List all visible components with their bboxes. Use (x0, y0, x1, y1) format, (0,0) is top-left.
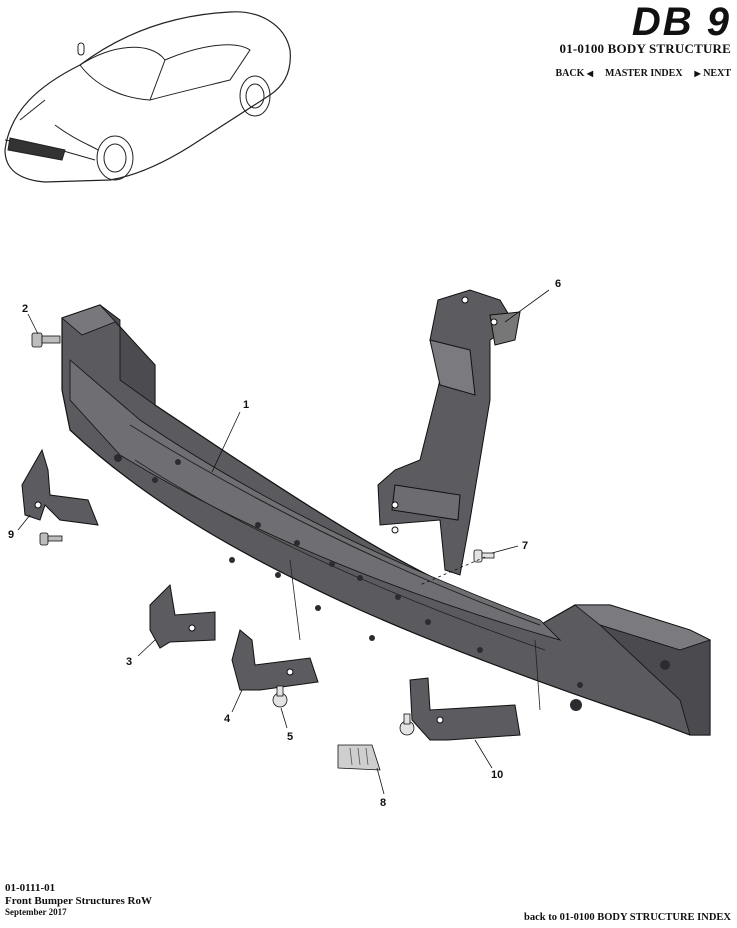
callout-6: 6 (555, 278, 561, 290)
back-link[interactable]: BACK ◀ (555, 68, 594, 79)
car-thumbnail (4, 11, 291, 183)
screw-7 (473, 549, 495, 563)
part-title: Front Bumper Structures RoW (5, 894, 152, 907)
triangle-left-icon: ◀ (586, 69, 594, 78)
callout-2: 2 (22, 303, 28, 315)
bolt-2 (31, 332, 61, 348)
bracket-10 (409, 677, 521, 741)
bolt-9 (39, 532, 63, 546)
back-to-index-link[interactable]: back to 01-0100 BODY STRUCTURE INDEX (523, 912, 731, 923)
screw-5 (272, 685, 288, 708)
callout-4: 4 (224, 713, 231, 725)
next-link[interactable]: ▶ NEXT (694, 68, 731, 79)
callout-1: 1 (243, 399, 249, 411)
callout-3: 3 (126, 656, 132, 668)
publication-date: September 2017 (5, 907, 67, 918)
bracket-4 (231, 629, 319, 691)
section-title: 01-0100 BODY STRUCTURE (559, 41, 731, 56)
callout-10: 10 (491, 769, 503, 781)
footer-info: 01-0111-01 Front Bumper Structures RoW S… (5, 882, 152, 918)
part-code: 01-0111-01 (5, 882, 56, 894)
bracket-9 (21, 448, 99, 526)
triangle-right-icon: ▶ (694, 69, 701, 78)
clip-8 (337, 744, 381, 771)
db9-logo: DB 9 (631, 0, 731, 44)
callout-leaders (17, 289, 550, 795)
callout-5: 5 (287, 731, 293, 743)
bracket-3 (149, 583, 216, 649)
callout-9: 9 (8, 529, 14, 541)
crash-bracket (377, 289, 521, 576)
bumper-beam (61, 304, 712, 736)
screw-10 (399, 713, 415, 736)
master-index-link[interactable]: MASTER INDEX (605, 68, 683, 79)
nav-bar: BACK ◀ MASTER INDEX ▶ NEXT (555, 68, 731, 79)
callout-8: 8 (380, 797, 386, 809)
callout-7: 7 (522, 540, 528, 552)
